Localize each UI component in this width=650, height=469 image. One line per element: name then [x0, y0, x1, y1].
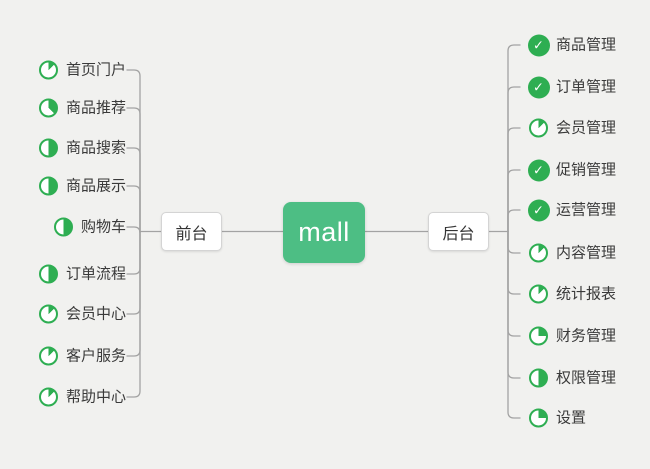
- pie-progress-icon[interactable]: [38, 304, 58, 324]
- pie-progress-icon[interactable]: [53, 217, 73, 237]
- topic-product-search[interactable]: 商品搜索: [37, 137, 126, 160]
- topic-promotion-management[interactable]: ✓ 促销管理: [527, 159, 616, 182]
- topic-label: 商品搜索: [65, 139, 126, 157]
- topic-label: 商品推荐: [65, 99, 126, 117]
- topic-help-center[interactable]: 帮助中心: [37, 386, 126, 409]
- topic-operation-management[interactable]: ✓ 运营管理: [527, 199, 616, 222]
- pie-progress-icon[interactable]: [38, 98, 58, 118]
- topic-statistics-report[interactable]: 统计报表: [527, 283, 616, 306]
- topic-shopping-cart[interactable]: 购物车: [52, 216, 126, 239]
- pie-progress-icon[interactable]: [38, 346, 58, 366]
- pie-progress-icon[interactable]: [529, 284, 548, 304]
- pie-progress-icon[interactable]: [38, 264, 58, 284]
- topic-finance-management[interactable]: 财务管理: [527, 325, 616, 348]
- topic-label: 内容管理: [556, 244, 617, 262]
- topic-label: 促销管理: [556, 161, 617, 179]
- topic-order-flow[interactable]: 订单流程: [37, 263, 126, 286]
- branch-node-backend[interactable]: 后台: [428, 212, 489, 251]
- central-topic-mall[interactable]: mall: [283, 202, 365, 263]
- topic-label: 商品展示: [65, 177, 126, 195]
- topic-label: 客户服务: [65, 347, 126, 365]
- topic-label: 首页门户: [65, 61, 126, 79]
- check-icon[interactable]: ✓: [527, 199, 550, 221]
- topic-label: 权限管理: [556, 369, 617, 387]
- topic-label: 会员中心: [65, 305, 126, 323]
- topic-product-management[interactable]: ✓ 商品管理: [527, 34, 616, 57]
- topic-label: 统计报表: [556, 285, 617, 303]
- topic-label: 订单管理: [556, 78, 617, 96]
- check-icon[interactable]: ✓: [527, 34, 550, 56]
- topic-customer-service[interactable]: 客户服务: [37, 345, 126, 368]
- topic-member-center[interactable]: 会员中心: [37, 303, 126, 326]
- topic-settings[interactable]: 设置: [527, 407, 586, 430]
- check-icon[interactable]: ✓: [527, 76, 550, 98]
- pie-progress-icon[interactable]: [529, 243, 548, 263]
- pie-progress-icon[interactable]: [38, 60, 58, 80]
- check-icon[interactable]: ✓: [527, 159, 550, 181]
- topic-order-management[interactable]: ✓ 订单管理: [527, 76, 616, 99]
- pie-progress-icon[interactable]: [529, 326, 548, 346]
- topic-label: 设置: [556, 409, 587, 427]
- branch-node-frontend[interactable]: 前台: [161, 212, 222, 251]
- topic-label: 购物车: [80, 218, 126, 236]
- pie-progress-icon[interactable]: [38, 176, 58, 196]
- topic-label: 会员管理: [556, 119, 617, 137]
- topic-label: 订单流程: [65, 265, 126, 283]
- pie-progress-icon[interactable]: [38, 387, 58, 407]
- pie-progress-icon[interactable]: [529, 408, 548, 428]
- topic-permission-management[interactable]: 权限管理: [527, 367, 616, 390]
- pie-progress-icon[interactable]: [529, 118, 548, 138]
- topic-label: 商品管理: [556, 36, 617, 54]
- topic-product-recommend[interactable]: 商品推荐: [37, 97, 126, 120]
- pie-progress-icon[interactable]: [529, 368, 548, 388]
- topic-content-management[interactable]: 内容管理: [527, 242, 616, 265]
- topic-label: 运营管理: [556, 201, 617, 219]
- topic-product-display[interactable]: 商品展示: [37, 175, 126, 198]
- topic-home-portal[interactable]: 首页门户: [37, 59, 126, 82]
- topic-member-management[interactable]: 会员管理: [527, 117, 616, 140]
- pie-progress-icon[interactable]: [38, 138, 58, 158]
- topic-label: 帮助中心: [65, 388, 126, 406]
- topic-label: 财务管理: [556, 327, 617, 345]
